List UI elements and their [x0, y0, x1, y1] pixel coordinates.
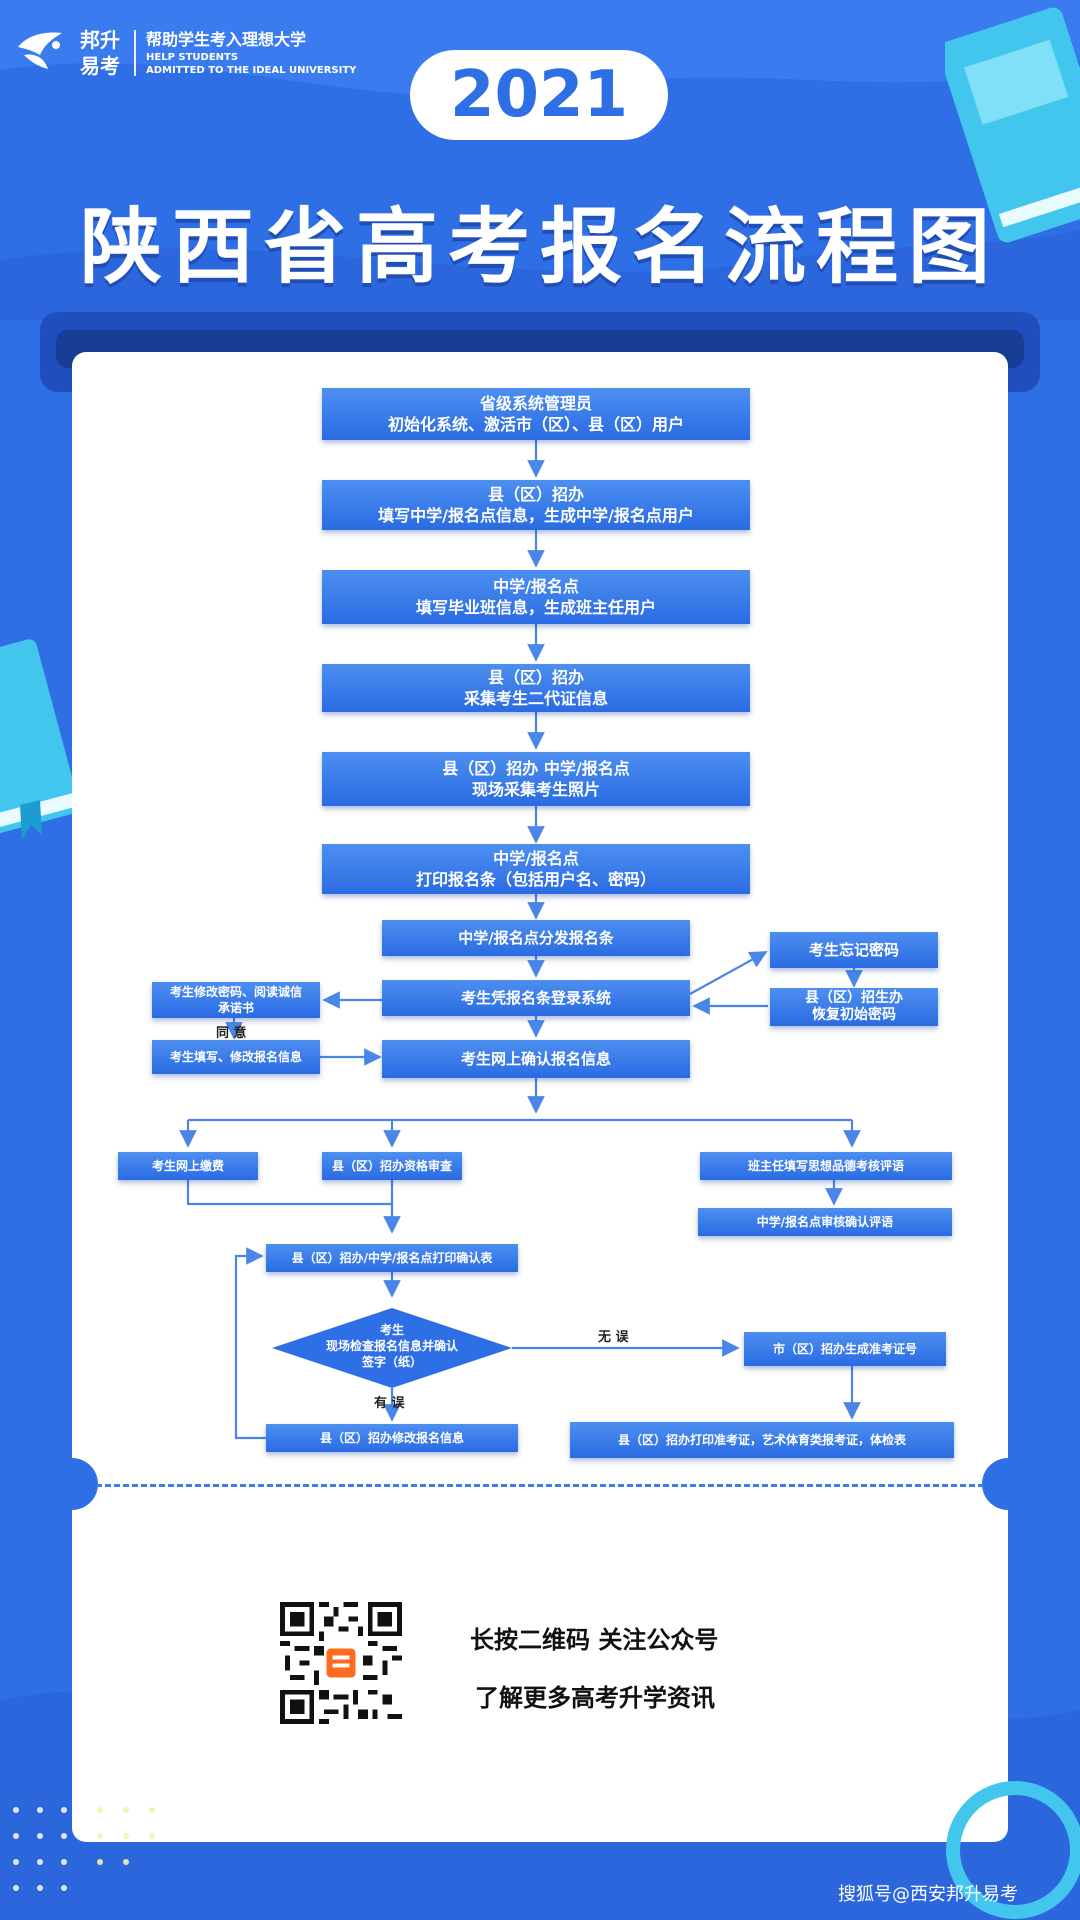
brand-english-line2: ADMITTED TO THE IDEAL UNIVERSITY	[146, 65, 357, 76]
step-school-confirm-comment: 中学/报名点审核确认评语	[698, 1208, 952, 1236]
step-county-id-collect: 县（区）招办 采集考生二代证信息	[322, 664, 750, 712]
step-distribute-slip: 中学/报名点分发报名条	[382, 920, 690, 956]
step-print-slip-line1: 中学/报名点	[493, 849, 579, 868]
step-forgot-password-text: 考生忘记密码	[808, 941, 899, 959]
step-modify-password: 考生修改密码、阅读诚信 承诺书	[152, 982, 320, 1018]
step-teacher-comment: 班主任填写思想品德考核评语	[700, 1152, 952, 1180]
step-modify-password-line2: 承诺书	[217, 1001, 254, 1015]
step-distribute-slip-text: 中学/报名点分发报名条	[458, 929, 614, 947]
step-reset-password-line2: 恢复初始密码	[812, 1007, 896, 1023]
step-county-office-school: 县（区）招办 填写中学/报名点信息，生成中学/报名点用户	[322, 480, 750, 530]
ticket-notch-right	[982, 1458, 1034, 1510]
promo-line1: 长按二维码 关注公众号	[470, 1626, 719, 1654]
step-provincial-admin-line2: 初始化系统、激活市（区）、县（区）用户	[387, 415, 684, 434]
book-decoration-icon	[945, 7, 1080, 243]
step-school-confirm-comment-text: 中学/报名点审核确认评语	[756, 1215, 894, 1229]
book-decoration-left-icon	[0, 639, 80, 841]
step-print-confirm-form: 县（区）招办/中学/报名点打印确认表	[266, 1244, 518, 1272]
step-confirm-online: 考生网上确认报名信息	[382, 1040, 690, 1078]
step-print-slip-line2: 打印报名条（包括用户名、密码）	[415, 870, 656, 889]
brand-english-line1: HELP STUDENTS	[146, 52, 239, 63]
step-fill-info-text: 考生填写、修改报名信息	[169, 1050, 302, 1064]
step-photo-collect-line2: 现场采集考生照片	[471, 780, 600, 799]
ticket-notch-left	[46, 1458, 98, 1510]
step-county-office-school-line2: 填写中学/报名点信息，生成中学/报名点用户	[378, 506, 694, 525]
source-watermark: 搜狐号@西安邦升易考	[838, 1884, 1018, 1905]
step-confirm-online-text: 考生网上确认报名信息	[460, 1050, 611, 1068]
step-pay-online-text: 考生网上缴费	[151, 1159, 224, 1173]
step-provincial-admin: 省级系统管理员 初始化系统、激活市（区）、县（区）用户	[322, 388, 750, 440]
step-photo-collect-line1: 县（区）招办 中学/报名点	[442, 759, 630, 778]
step-school-class: 中学/报名点 填写毕业班信息，生成班主任用户	[322, 570, 750, 624]
decision-diamond	[272, 1308, 512, 1388]
decision-line1: 考生	[379, 1323, 404, 1337]
decision-node-text: 考生 现场检查报名信息并确认 签字（纸）	[292, 1322, 492, 1370]
step-school-class-line2: 填写毕业班信息，生成班主任用户	[415, 598, 656, 617]
agree-label: 同 意	[216, 1026, 247, 1041]
step-school-class-line1: 中学/报名点	[493, 577, 579, 596]
step-print-admission-ticket: 县（区）招办打印准考证，艺术体育类报考证，体检表	[570, 1422, 954, 1458]
step-photo-collect: 县（区）招办 中学/报名点 现场采集考生照片	[322, 752, 750, 806]
promo-line2: 了解更多高考升学资讯	[475, 1684, 715, 1712]
year-badge: 2021	[410, 50, 668, 140]
step-provincial-admin-line1: 省级系统管理员	[479, 394, 592, 413]
step-login-system-text: 考生凭报名条登录系统	[460, 989, 611, 1007]
step-reset-password: 县（区）招生办 恢复初始密码	[770, 988, 938, 1026]
step-print-confirm-form-text: 县（区）招办/中学/报名点打印确认表	[291, 1251, 493, 1265]
step-teacher-comment-text: 班主任填写思想品德考核评语	[747, 1159, 904, 1173]
step-county-office-school-line1: 县（区）招办	[487, 485, 584, 504]
brand-separator	[134, 30, 136, 76]
page-title: 陕西省高考报名流程图	[79, 200, 1000, 295]
tear-line	[96, 1484, 984, 1487]
decision-line2: 现场检查报名信息并确认	[325, 1339, 458, 1353]
brand-logo: 邦升易考 帮助学生考入理想大学 HELP STUDENTS ADMITTED T…	[14, 18, 356, 88]
step-login-system: 考生凭报名条登录系统	[382, 980, 690, 1016]
step-fill-info: 考生填写、修改报名信息	[152, 1040, 320, 1074]
step-forgot-password: 考生忘记密码	[770, 932, 938, 968]
step-modify-info-text: 县（区）招办修改报名信息	[319, 1431, 464, 1445]
step-modify-password-line1: 考生修改密码、阅读诚信	[169, 985, 302, 999]
dots-decoration-icon	[13, 1807, 155, 1891]
step-qualification-review: 县（区）招办资格审查	[322, 1152, 462, 1180]
brand-slogan: 帮助学生考入理想大学	[146, 30, 307, 49]
ring-decoration-icon	[946, 1781, 1080, 1919]
brand-name: 邦升易考	[80, 28, 120, 78]
step-county-id-collect-line2: 采集考生二代证信息	[463, 689, 608, 708]
step-city-ticket-number-text: 市（区）招办生成准考证号	[772, 1342, 917, 1356]
step-pay-online: 考生网上缴费	[118, 1152, 258, 1180]
wing-logo-icon	[18, 32, 62, 69]
qr-code-icon[interactable]	[280, 1602, 402, 1724]
no-error-label: 无 误	[598, 1330, 629, 1345]
step-city-ticket-number: 市（区）招办生成准考证号	[744, 1332, 946, 1366]
step-print-admission-ticket-text: 县（区）招办打印准考证，艺术体育类报考证，体检表	[617, 1433, 906, 1447]
step-modify-info: 县（区）招办修改报名信息	[266, 1424, 518, 1452]
has-error-label: 有 误	[374, 1396, 405, 1411]
brand-text: 帮助学生考入理想大学 HELP STUDENTS ADMITTED TO THE…	[146, 29, 356, 77]
step-county-id-collect-line1: 县（区）招办	[487, 668, 584, 687]
step-print-slip: 中学/报名点 打印报名条（包括用户名、密码）	[322, 844, 750, 894]
decision-line3: 签字（纸）	[361, 1355, 422, 1369]
step-reset-password-line1: 县（区）招生办	[805, 990, 903, 1006]
step-qualification-review-text: 县（区）招办资格审查	[331, 1159, 452, 1173]
